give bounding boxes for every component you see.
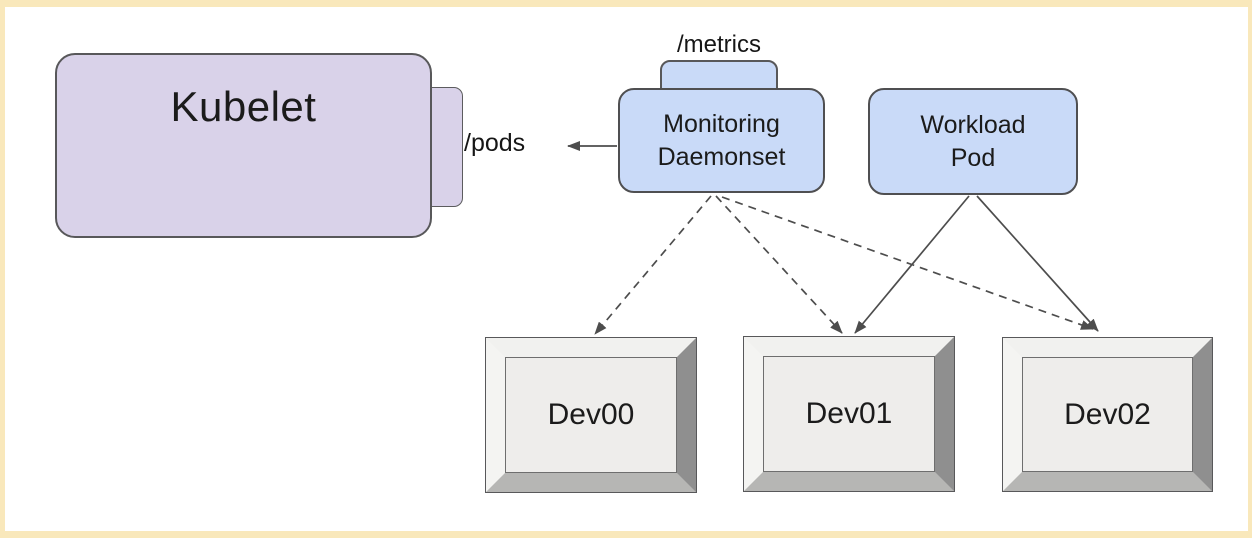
metrics-endpoint-label: /metrics (677, 31, 761, 58)
monitoring-label-line1: Monitoring (663, 110, 780, 138)
device-dev02-face: Dev02 (1022, 357, 1193, 472)
pods-endpoint-label: /pods (464, 129, 526, 157)
device-dev01-bevel: Dev01 (744, 337, 954, 491)
workload-label-line1: Workload (920, 111, 1026, 139)
kubelet-label: Kubelet (170, 83, 317, 130)
device-dev00-face: Dev00 (505, 357, 677, 473)
edge-monitoring-to-dev02 (721, 196, 1094, 330)
edge-workload-to-dev01 (854, 195, 970, 334)
workload-label-line2: Pod (950, 143, 996, 172)
device-dev02-label: Dev02 (1064, 397, 1151, 431)
device-dev02: Dev02 (1002, 337, 1213, 492)
device-dev01-face: Dev01 (763, 356, 935, 472)
edge-monitoring-to-dev00 (594, 195, 712, 335)
monitoring-label-line2: Daemonset (657, 142, 786, 171)
edge-monitoring-to-dev01 (715, 195, 843, 334)
node-monitoring-daemonset: Monitoring Daemonset (618, 88, 825, 193)
device-dev01: Dev01 (743, 336, 955, 492)
edge-workload-to-dev02 (976, 195, 1099, 332)
node-workload-pod: Workload Pod (868, 88, 1078, 195)
node-kubelet: Kubelet (55, 53, 432, 238)
device-dev00-label: Dev00 (547, 398, 635, 431)
device-dev01-label: Dev01 (805, 397, 893, 430)
device-dev02-bevel: Dev02 (1003, 338, 1212, 491)
device-dev00-bevel: Dev00 (486, 338, 696, 492)
device-dev00: Dev00 (485, 337, 697, 493)
